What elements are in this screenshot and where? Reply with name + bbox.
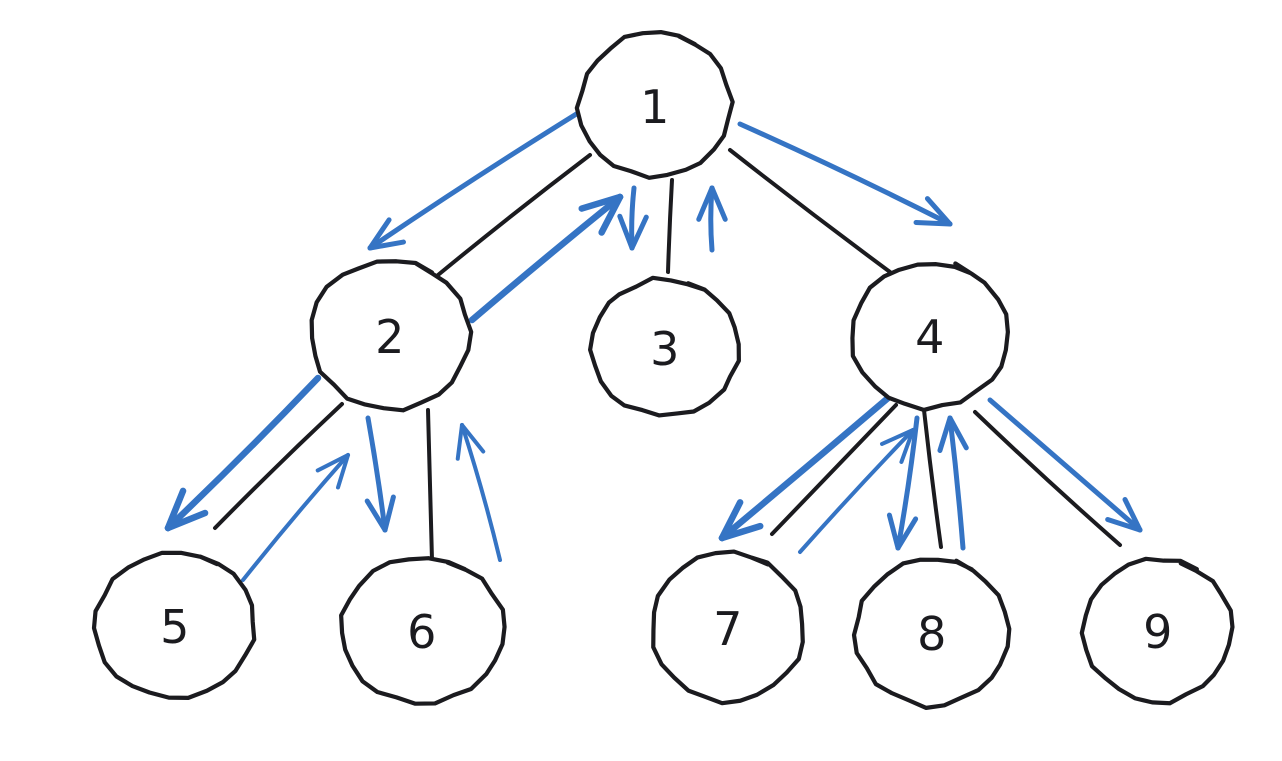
flow-arrow-shaft (241, 453, 350, 582)
flow-arrow-head-1 (899, 428, 915, 464)
flow-arrow-shaft (987, 397, 1143, 533)
flow-arrow-n5-to-n2 (241, 453, 350, 582)
flow-arrow-shaft (895, 415, 920, 551)
node-7[interactable]: 7 (651, 549, 805, 706)
flow-arrow-n2-to-n6 (364, 415, 396, 533)
node-label-2: 2 (375, 310, 405, 364)
node-label-8: 8 (917, 607, 947, 661)
flow-arrow-shaft (367, 110, 581, 251)
node-label-7: 7 (713, 602, 743, 656)
flow-arrow-shaft (365, 415, 388, 533)
flow-arrow-head-1 (367, 217, 392, 251)
tree-edge-n2-n5 (213, 402, 344, 530)
node-circle-1[interactable] (574, 30, 735, 180)
flow-arrow-n1-to-n2 (367, 110, 581, 251)
node-circle-9[interactable] (1079, 556, 1235, 706)
tree-edge-n1-n4 (728, 148, 892, 274)
flow-arrow-head-2 (578, 193, 624, 212)
tree-edge-n4-n7 (770, 403, 898, 536)
tree-edge-n1-n3 (666, 178, 674, 274)
flow-arrow-head-1 (598, 193, 624, 236)
node-circle-2[interactable] (309, 259, 474, 413)
tree-edge-n2-n6 (426, 408, 434, 562)
flow-arrow-head-1 (1105, 517, 1143, 533)
flow-arrow-head-2 (367, 239, 406, 251)
flow-arrow-head-1 (164, 487, 187, 532)
flow-arrows-layer (164, 110, 1143, 582)
flow-arrow-n1-to-n4 (737, 121, 953, 227)
node-label-9: 9 (1143, 605, 1173, 659)
node-1[interactable]: 1 (574, 30, 735, 180)
tree-edge-n4-n9 (973, 410, 1122, 547)
flow-arrow-head-2 (629, 214, 649, 251)
node-8[interactable]: 8 (851, 557, 1012, 710)
tree-edge-n4-n8 (922, 408, 943, 549)
tree-edges-layer (213, 148, 1122, 562)
flow-arrow-head-2 (880, 428, 915, 446)
flow-arrow-head-1 (886, 512, 901, 551)
node-3[interactable]: 3 (588, 275, 741, 418)
flow-arrow-head-1 (718, 499, 744, 542)
flow-arrow-n6-to-n2 (455, 423, 502, 562)
flow-arrow-shaft (947, 415, 966, 551)
flow-arrow-head-2 (718, 522, 764, 542)
flow-arrow-shaft (460, 423, 502, 562)
flow-arrow-n2-to-n5 (164, 374, 322, 532)
flow-arrow-n8-to-n4 (937, 415, 969, 551)
flow-arrow-shaft (468, 193, 624, 324)
flow-arrow-n4-to-n9 (987, 397, 1143, 533)
node-circle-7[interactable] (651, 549, 805, 706)
flow-arrow-head-2 (696, 185, 715, 222)
flow-arrow-n3-to-n1 (696, 185, 728, 253)
flow-arrow-shaft (798, 428, 915, 554)
flow-arrow-n7-to-n4 (798, 428, 915, 554)
node-9[interactable]: 9 (1079, 556, 1235, 706)
node-circle-5[interactable] (91, 550, 257, 700)
flow-arrow-head-2 (895, 516, 919, 551)
node-circle-6[interactable] (339, 556, 507, 706)
node-5[interactable]: 5 (91, 550, 257, 700)
flow-arrow-head-1 (364, 498, 388, 533)
flow-arrow-shaft (737, 121, 953, 227)
flow-arrow-n4-to-n7 (718, 394, 892, 542)
flow-arrow-head-2 (382, 494, 396, 533)
flow-arrow-n4-to-n8 (886, 415, 920, 551)
flow-arrow-head-1 (913, 219, 953, 227)
flow-arrow-head-2 (937, 415, 953, 453)
node-label-6: 6 (407, 605, 437, 659)
node-circle-8[interactable] (851, 557, 1012, 710)
tree-edge-n1-n2 (436, 153, 592, 277)
flow-arrow-head-1 (460, 423, 486, 454)
flow-arrow-n2-to-n1 (468, 193, 624, 324)
flow-arrow-head-2 (315, 453, 350, 473)
flow-arrow-head-2 (455, 423, 464, 461)
flow-arrow-head-1 (617, 213, 635, 251)
flow-arrow-head-1 (947, 415, 969, 451)
flow-arrow-shaft (708, 185, 715, 253)
flow-arrow-head-1 (709, 185, 728, 222)
node-2[interactable]: 2 (309, 259, 474, 413)
node-label-3: 3 (650, 322, 680, 376)
node-circle-3[interactable] (588, 275, 741, 418)
node-label-5: 5 (160, 600, 190, 654)
node-circle-4[interactable] (850, 261, 1010, 413)
node-label-1: 1 (640, 80, 670, 134)
flow-arrow-head-1 (336, 453, 350, 490)
flow-arrow-n1-to-n3 (617, 185, 649, 251)
node-label-4: 4 (915, 310, 945, 364)
node-4[interactable]: 4 (850, 261, 1010, 413)
flow-arrow-head-2 (164, 509, 209, 532)
node-6[interactable]: 6 (339, 556, 507, 706)
nodes-layer: 1 2 3 4 5 6 7 8 9 (91, 30, 1235, 710)
flow-arrow-shaft (164, 374, 322, 532)
flow-arrow-head-2 (924, 196, 953, 227)
flow-arrow-shaft (718, 394, 892, 542)
flow-arrow-head-2 (1122, 496, 1143, 533)
